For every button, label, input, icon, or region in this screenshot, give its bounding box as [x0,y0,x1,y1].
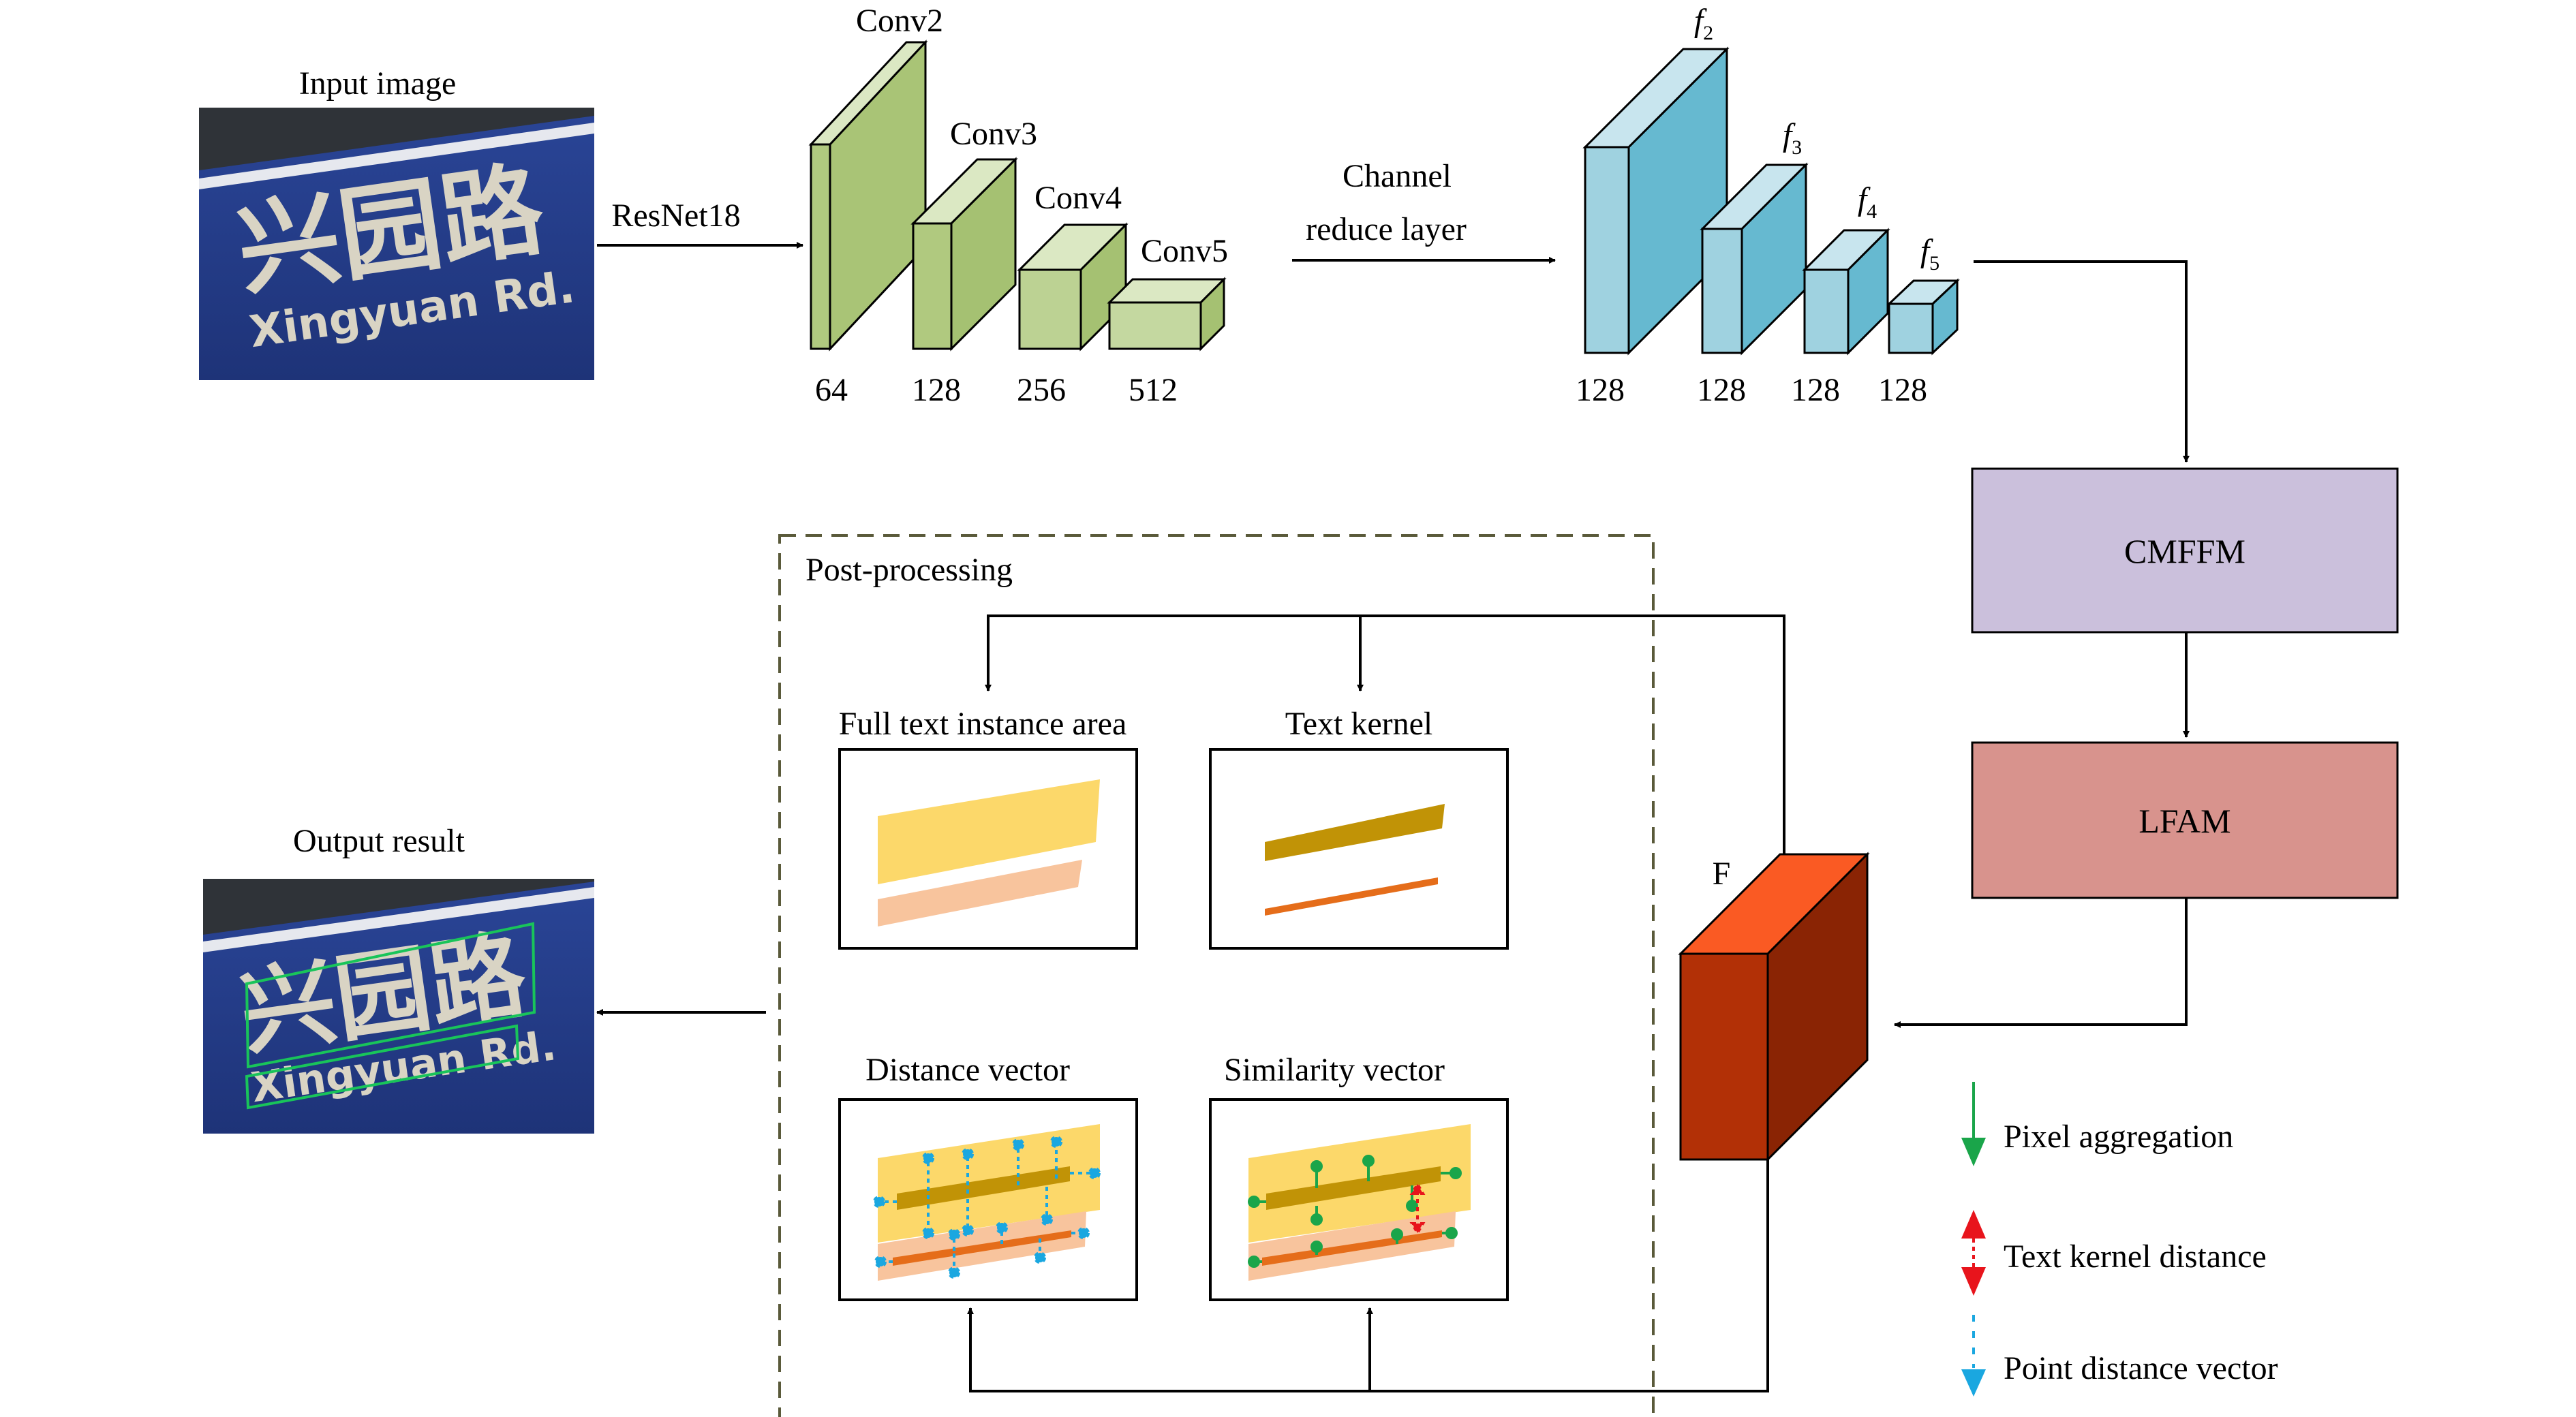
legend-text-kernel-distance-label: Text kernel distance [2004,1239,2267,1275]
conv4-label: Conv4 [1034,180,1122,216]
f-to-post-top-line [987,614,1785,854]
conv2-block [808,40,928,352]
conv3-label: Conv3 [950,116,1037,152]
reduce-label-line2: reduce layer [1306,211,1467,247]
f3-block [1700,162,1809,356]
distance-vector-panel [838,1098,1138,1301]
legend-pixel-aggregation: Pixel aggregation [1961,1082,2233,1166]
full-area-title: Full text instance area [839,706,1127,742]
similarity-vector-title: Similarity vector [1224,1052,1445,1088]
conv5-label: Conv5 [1141,233,1228,269]
input-image: 兴园路 Xingyuan Rd. [199,108,594,380]
output-image: 兴园路 Xingyuan Rd. [203,879,594,1134]
f3-channels: 128 [1697,372,1746,408]
output-result-title: Output result [293,823,465,859]
post-processing-title: Post-processing [806,552,1013,588]
legend-pixel-aggregation-label: Pixel aggregation [2004,1119,2233,1155]
f4-channels: 128 [1791,372,1840,408]
post-processing-region [778,534,1655,1417]
conv2-channels: 64 [815,372,848,408]
f5-block [1886,278,1960,356]
cmffm-label: CMFFM [2124,532,2245,570]
text-kernel-panel [1209,748,1509,950]
similarity-vector-panel [1209,1098,1509,1301]
conv4-channels: 256 [1017,372,1066,408]
conv2-label: Conv2 [856,3,943,39]
f2-label: f2 [1694,3,1713,44]
input-image-title: Input image [299,65,457,102]
f4-block [1802,228,1890,356]
distance-vector-title: Distance vector [865,1052,1070,1088]
f5-label: f5 [1920,233,1939,275]
reduce-label-line1: Channel [1343,158,1452,194]
f2-channels: 128 [1576,372,1625,408]
conv4-block [1017,222,1129,352]
conv3-channels: 128 [912,372,961,408]
conv5-block [1107,277,1227,352]
conv5-channels: 512 [1129,372,1178,408]
f-to-post-bottom-line [969,1159,1769,1392]
f5-channels: 128 [1878,372,1927,408]
f4-label: f4 [1858,181,1877,223]
f-fused-block [1678,852,1870,1162]
features-to-cmffm-arrow [1974,260,2190,463]
legend-point-distance-vector-label: Point distance vector [2004,1350,2278,1386]
f3-label: f3 [1783,117,1802,159]
cmffm-box [1971,467,2399,634]
text-kernel-title: Text kernel [1285,706,1433,742]
f-fused-label: F [1713,856,1731,892]
conv3-block [910,157,1018,352]
legend-text-kernel-distance: Text kernel distance [1961,1210,2267,1296]
lfam-to-f-arrow [1894,898,2188,1028]
resnet-label: ResNet18 [611,198,740,234]
lfam-label: LFAM [2138,802,2230,840]
full-area-panel [838,748,1138,950]
legend-point-distance-vector: Point distance vector [1961,1315,2278,1397]
